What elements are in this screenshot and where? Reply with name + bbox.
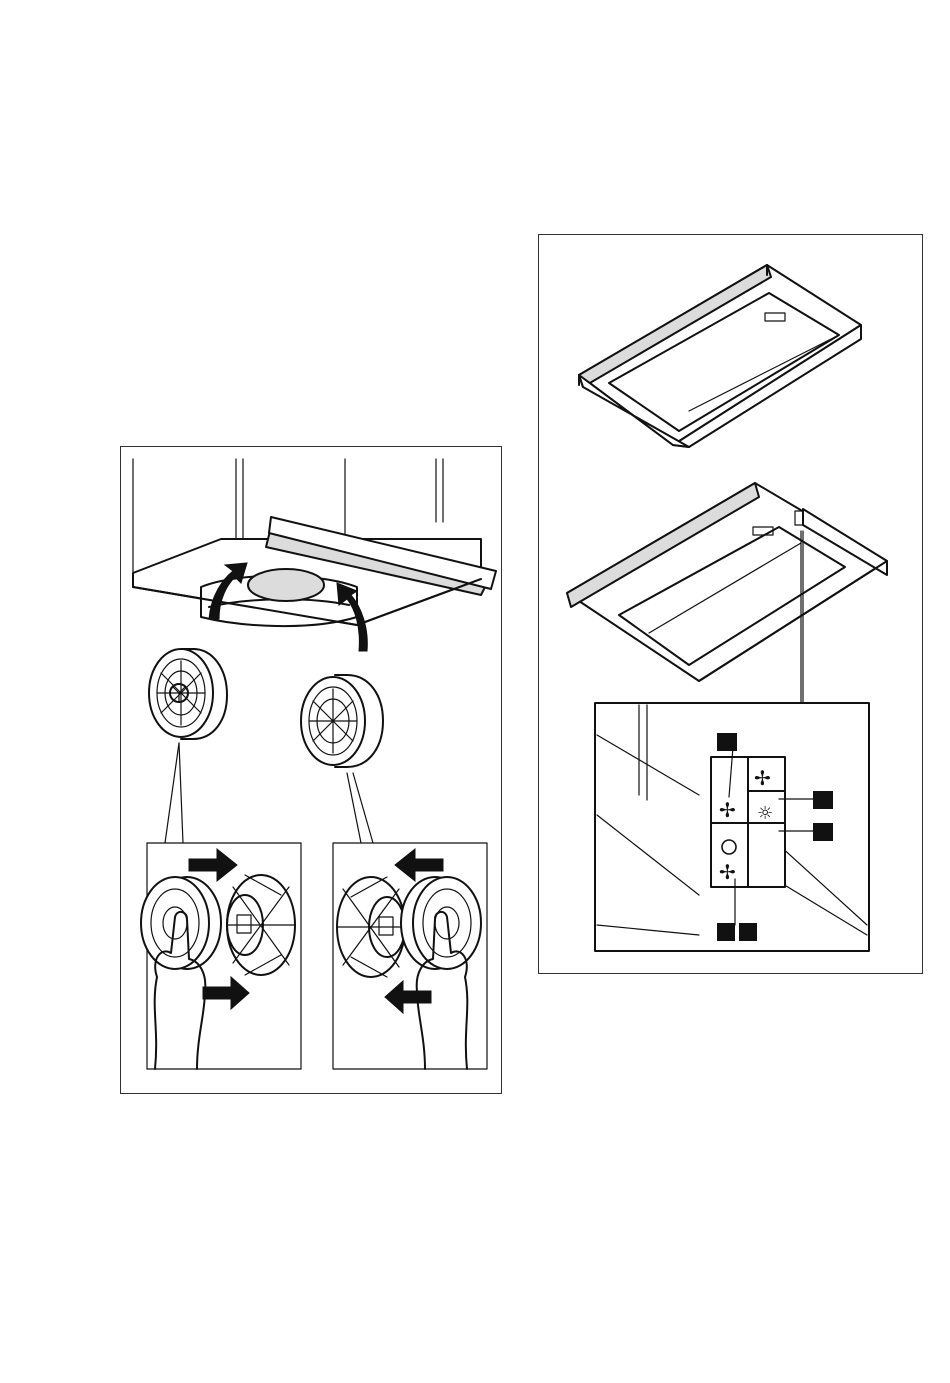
callout-marker: [717, 733, 737, 751]
light-button[interactable]: ☼: [757, 803, 773, 824]
filter-installation-figure: [120, 446, 502, 1094]
step-install-right: [333, 843, 487, 1069]
fan-2-button[interactable]: ✢: [719, 798, 736, 822]
carbon-filter-right-icon: [301, 675, 383, 767]
callout-marker: [717, 923, 735, 941]
hood-underside: [133, 517, 496, 626]
light-icon: ☼: [757, 803, 773, 824]
fan-1-icon: ✢: [719, 860, 736, 884]
hood-control-drawing: ✢ ✢ ☼ ✢: [539, 235, 922, 973]
carbon-filter-in-hand: [141, 877, 221, 969]
carbon-filter-left-icon: [149, 649, 227, 739]
carbon-filter-in-hand: [401, 877, 481, 969]
fan-3-button[interactable]: ✢: [754, 766, 771, 790]
hood-closed: [579, 265, 861, 447]
control-panel-figure: ✢ ✢ ☼ ✢: [538, 234, 923, 974]
hood-extended: [567, 483, 887, 681]
step-install-left: [141, 843, 301, 1069]
fan-2-icon: ✢: [719, 798, 736, 822]
filter-installation-drawing: [121, 447, 501, 1093]
filter-holder-wheel: [227, 875, 295, 975]
callout-marker: [739, 923, 757, 941]
callout-marker: [813, 823, 833, 841]
control-panel-zoom: ✢ ✢ ☼ ✢: [595, 703, 869, 951]
callout-marker: [813, 791, 833, 809]
filter-holder-wheel: [337, 877, 405, 977]
fan-1-button[interactable]: ✢: [719, 860, 736, 884]
fan-3-icon: ✢: [754, 766, 771, 790]
